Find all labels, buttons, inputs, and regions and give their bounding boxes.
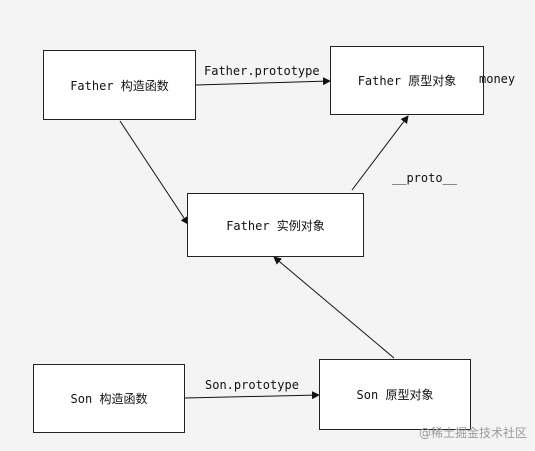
node-father-prototype: Father 原型对象: [330, 46, 484, 115]
node-son-prototype-label: Son 原型对象: [356, 388, 434, 402]
node-son-prototype: Son 原型对象: [319, 359, 471, 430]
edge-father-new-instance: [119, 120, 189, 225]
edge-son-prototype-to-father-instance: [273, 256, 395, 359]
node-father-prototype-label: Father 原型对象: [357, 74, 457, 88]
edge-label-proto: __proto__: [392, 171, 458, 185]
node-son-constructor: Son 构造函数: [33, 364, 185, 433]
node-father-constructor-label: Father 构造函数: [70, 78, 169, 93]
watermark: @稀土掘金技术社区: [418, 426, 527, 440]
edge-label-father-prototype: Father.prototype: [204, 64, 320, 78]
edge-son-prototype: [184, 391, 320, 400]
edge-father-prototype: [195, 77, 331, 86]
node-father-constructor: Father 构造函数: [43, 50, 196, 120]
node-son-constructor-label: Son 构造函数: [70, 392, 148, 406]
edge-label-son-prototype: Son.prototype: [205, 378, 299, 392]
annotation-money: money: [479, 72, 516, 86]
edge-father-instance-proto: [351, 115, 409, 191]
node-father-instance: Father 实例对象: [187, 193, 364, 257]
node-father-instance-label: Father 实例对象: [226, 218, 325, 233]
